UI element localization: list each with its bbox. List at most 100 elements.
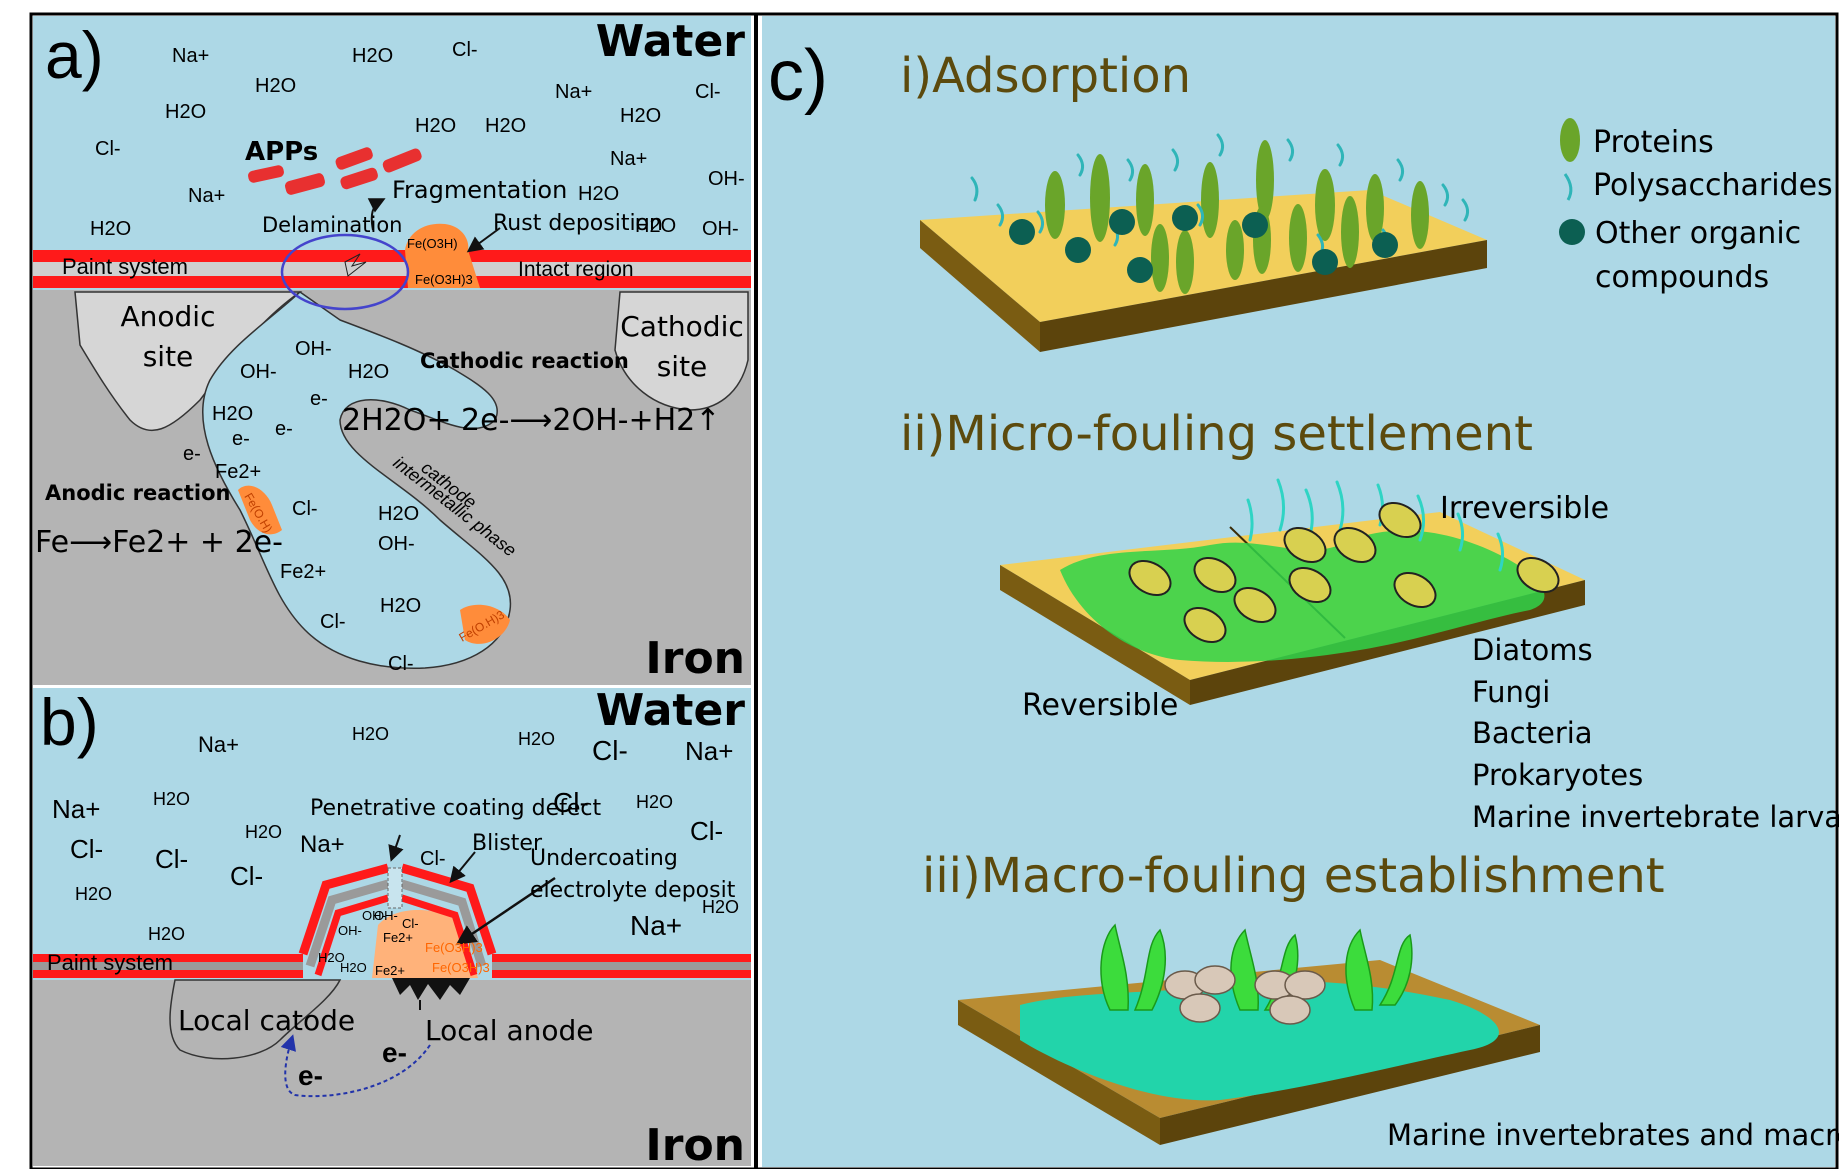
- macroalgae: [1100, 923, 1413, 1011]
- legend-other-1: Other organic: [1595, 216, 1801, 251]
- panel-a-ions: Na+ H2O Cl- H2O H2O Na+ Cl- Cl- H2O H2O …: [90, 39, 745, 240]
- paint-layer-bottom: [33, 276, 751, 288]
- local-anode-label: Local anode: [425, 1014, 594, 1047]
- blister-ion: OH-: [362, 908, 386, 923]
- intact-region-label: Intact region: [518, 258, 634, 281]
- panel-b-iron-label: Iron: [645, 1120, 745, 1169]
- delamination-label: Delamination: [262, 213, 403, 237]
- pit-ion: H2O: [380, 595, 421, 617]
- paint-b-left-top: [33, 954, 303, 962]
- corrosion-pit: [202, 291, 512, 669]
- organic-legend-icon: [1559, 219, 1585, 245]
- blister-paint-left-inner: [314, 894, 390, 977]
- step-microfouling-title: ii)Micro-fouling settlement: [900, 406, 1533, 462]
- ion: H2O: [485, 115, 526, 137]
- pit-rust-left: [238, 485, 282, 535]
- cathodic-equation: 2H2O+ 2e-⟶2OH-+H2↑: [342, 403, 720, 438]
- ion: H2O: [702, 897, 739, 917]
- ion: Cl-: [70, 834, 103, 864]
- pit-ion: Fe2+: [280, 561, 326, 583]
- rust-formula-2: Fe(O3H)3: [415, 272, 473, 287]
- ion: Cl-: [155, 844, 188, 874]
- ion: Cl-: [695, 81, 721, 103]
- ion: Na+: [610, 148, 647, 170]
- electron-left: e-: [298, 1060, 323, 1091]
- penetrative-defect-label: Penetrative coating defect: [310, 796, 601, 821]
- pit-ion: e-: [310, 388, 328, 410]
- undercoating-label-1: Undercoating: [530, 846, 678, 871]
- panel-a: a) Water Iron Na+ H2O Cl- H2O H2O Na+ Cl…: [33, 16, 751, 686]
- blister-paint-right-outer: [400, 863, 497, 956]
- pit-ion: OH-: [240, 361, 277, 383]
- blister-ion: H2O: [340, 960, 367, 975]
- panel-b-water-label: Water: [596, 685, 746, 736]
- ion: H2O: [620, 105, 661, 127]
- electron-flow-arrow: [280, 1034, 431, 1098]
- ion: OH-: [702, 218, 739, 240]
- local-anode-pits: [392, 978, 470, 1000]
- pit-ion: H2O: [348, 361, 389, 383]
- pit-rust-right: [460, 604, 510, 644]
- fragmentation-label: Fragmentation: [392, 176, 567, 204]
- paint-b-right-top: [480, 954, 751, 962]
- undercoating-label-2: electrolyte deposit: [530, 878, 736, 903]
- irreversible-label: Irreversible: [1440, 491, 1609, 526]
- paint-b-right-bottom: [480, 970, 751, 978]
- ion: H2O: [148, 924, 185, 944]
- paint-b-right-mid: [480, 962, 751, 970]
- blister-ion: Fe2+: [383, 930, 413, 945]
- pit-ion: e-: [232, 428, 250, 450]
- ion: OH-: [708, 168, 745, 190]
- panel-b-iron: [33, 980, 751, 1166]
- rust-deposit: [405, 223, 480, 288]
- micro-organism-item: Marine invertebrate larvae: [1472, 800, 1839, 834]
- paint-b-left-mid: [33, 962, 303, 970]
- pit-ion: Fe2+: [215, 461, 261, 483]
- panel-a-water-label: Water: [596, 16, 746, 67]
- mussel-shells: [1164, 965, 1326, 1025]
- ion: H2O: [518, 729, 555, 749]
- micro-organism-item: Diatoms: [1472, 633, 1593, 667]
- micro-organism-item: Fungi: [1472, 675, 1550, 709]
- apps-particles: [248, 147, 422, 195]
- pit-ion: OH-: [378, 533, 415, 555]
- step-macrofouling-title: iii)Macro-fouling establishment: [922, 848, 1665, 904]
- blister-ion: OH-: [338, 923, 362, 938]
- panel-b-letter: b): [40, 685, 99, 759]
- ion: H2O: [352, 45, 393, 67]
- rust-formula-1: Fe(O3H): [407, 236, 458, 251]
- ion: H2O: [255, 75, 296, 97]
- blister-label: Blister: [472, 831, 543, 856]
- ion: Na+: [188, 185, 225, 207]
- pit-ion: e-: [183, 443, 201, 465]
- adsorption-molecules: [970, 133, 1470, 294]
- anodic-site-label-2: site: [143, 340, 194, 373]
- ion: Cl-: [230, 861, 263, 891]
- ion: Cl-: [592, 735, 628, 766]
- anodic-site-label-1: Anodic: [121, 300, 216, 333]
- ion: H2O: [636, 792, 673, 812]
- macrofouling-caption: Marine invertebrates and macroalgae: [1387, 1118, 1839, 1152]
- ion: Cl-: [553, 787, 589, 818]
- ion: Na+: [555, 81, 592, 103]
- paint-layer-top: [33, 250, 751, 262]
- fragmentation-arrow: [367, 198, 386, 231]
- undercoating-electrolyte-deposit: [372, 910, 478, 978]
- pit-ion: Cl-: [320, 611, 346, 633]
- delamination-crack-icon: [344, 253, 367, 277]
- pit-ion: Cl-: [292, 498, 318, 520]
- ion: H2O: [352, 724, 389, 744]
- blister-paint-left-mid: [305, 879, 390, 968]
- ion: H2O: [90, 218, 131, 240]
- panel-c-letter: c): [768, 36, 828, 116]
- rust-deposition-label: Rust deposition: [493, 211, 663, 236]
- ion: H2O: [635, 215, 676, 237]
- panel-b-paint-system-label: Paint system: [47, 950, 173, 975]
- ion: Cl-: [690, 816, 723, 846]
- apps-label: APPs: [245, 137, 318, 167]
- blister-rust: Fe(O3H)3: [425, 940, 483, 955]
- protein-legend-icon: [1560, 118, 1580, 162]
- polysaccharide-strands: [970, 133, 1470, 257]
- diatom-cells: [1128, 501, 1560, 644]
